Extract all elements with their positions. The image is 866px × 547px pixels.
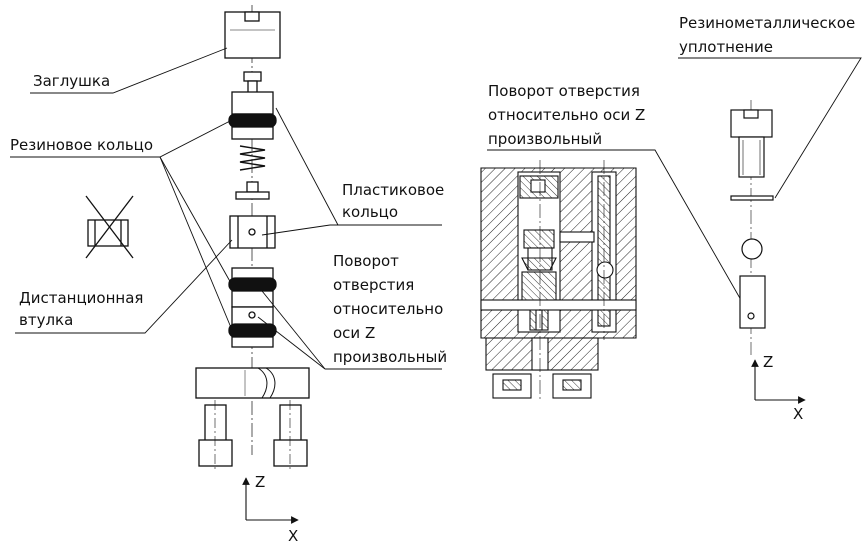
crossed-spacer (85, 195, 134, 259)
left-axis-x-label: X (288, 527, 299, 545)
left-leaders (10, 47, 442, 370)
spring-part (239, 145, 266, 171)
label-plastic-ring-line1: Пластиковое (342, 181, 445, 199)
label-rubber-ring: Резиновое кольцо (10, 136, 154, 154)
screw-left (198, 400, 233, 470)
right-axis-z-label: Z (763, 353, 774, 371)
plug-part (224, 11, 281, 59)
left-axis-z-label: Z (255, 473, 266, 491)
label-rotation-left-4: оси Z (333, 324, 376, 342)
upper-cartridge (228, 91, 277, 140)
screw-right (273, 400, 308, 470)
lower-cartridge (228, 267, 277, 348)
plastic-ring-part (229, 215, 276, 249)
label-rotation-mid-2: относительно оси Z (488, 106, 646, 124)
label-rubber-metal-2: уплотнение (679, 38, 774, 56)
label-rotation-left-1: Поворот (333, 252, 399, 270)
middle-leader (487, 149, 750, 315)
label-spacer-line2: втулка (19, 311, 74, 329)
label-spacer-line1: Дистанционная (19, 289, 144, 307)
left-assembly (85, 5, 310, 470)
label-rotation-mid-3: произвольный (488, 130, 603, 148)
right-leader (678, 57, 862, 199)
label-rotation-left-3: относительно (333, 300, 444, 318)
label-plug: Заглушка (33, 72, 111, 90)
left-axis-indicator (242, 477, 299, 524)
base-plate (195, 367, 310, 399)
label-rotation-mid-1: Поворот отверстия (488, 82, 640, 100)
label-plastic-ring-line2: кольцо (342, 203, 399, 221)
right-axis-indicator (751, 359, 806, 404)
label-rubber-metal-1: Резинометаллическое (679, 14, 856, 32)
right-axis-x-label: X (793, 405, 804, 423)
right-assembly (730, 100, 774, 355)
label-rotation-left-2: отверстия (333, 276, 415, 294)
label-rotation-left-5: произвольный (333, 348, 448, 366)
cross-section (480, 160, 637, 400)
